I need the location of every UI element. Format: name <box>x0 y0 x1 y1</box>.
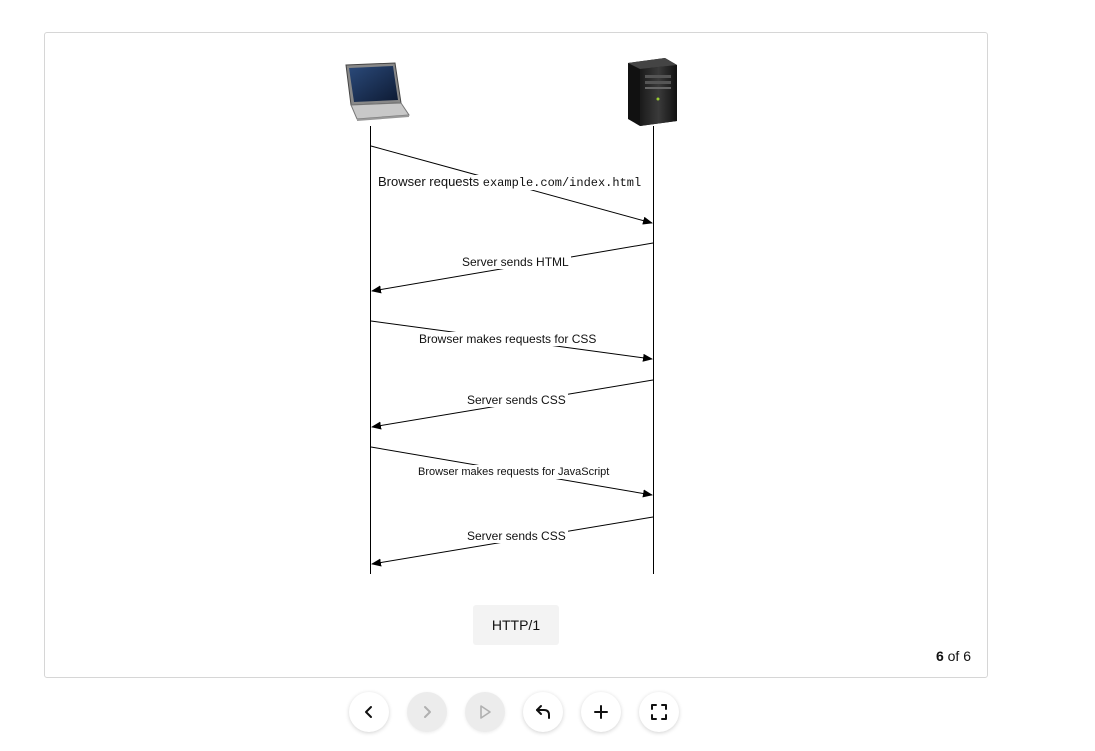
chevron-left-icon <box>365 706 372 718</box>
current-slide: 6 <box>935 648 944 664</box>
slide-card: Browser requests example.com/index.html … <box>44 32 988 678</box>
play-icon <box>480 705 491 719</box>
next-button[interactable] <box>407 692 447 732</box>
chevron-right-icon <box>424 706 431 718</box>
total-slides: 6 <box>963 648 971 664</box>
server-tower-icon <box>628 58 677 126</box>
slide-controls <box>349 692 679 732</box>
play-button[interactable] <box>465 692 505 732</box>
message-label-5: Browser makes requests for JavaScript <box>416 465 612 479</box>
undo-arrow-icon <box>536 705 550 719</box>
counter-separator: of <box>943 648 964 664</box>
zoom-button[interactable] <box>581 692 621 732</box>
previous-button[interactable] <box>349 692 389 732</box>
message-label-1: Browser requests example.com/index.html <box>376 174 644 190</box>
message-label-4: Server sends CSS <box>465 393 568 407</box>
plus-icon <box>594 705 608 719</box>
slide-caption: HTTP/1 <box>473 605 559 645</box>
laptop-icon <box>345 62 410 121</box>
url-code: example.com/index.html <box>482 176 642 190</box>
restart-button[interactable] <box>523 692 563 732</box>
fullscreen-icon <box>651 704 667 720</box>
fullscreen-button[interactable] <box>639 692 679 732</box>
message-label-6: Server sends CSS <box>465 529 568 543</box>
message-label-3: Browser makes requests for CSS <box>417 332 599 346</box>
slide-counter: 6 of 6 <box>936 648 971 664</box>
message-label-2: Server sends HTML <box>460 255 571 269</box>
sequence-diagram <box>345 58 677 574</box>
